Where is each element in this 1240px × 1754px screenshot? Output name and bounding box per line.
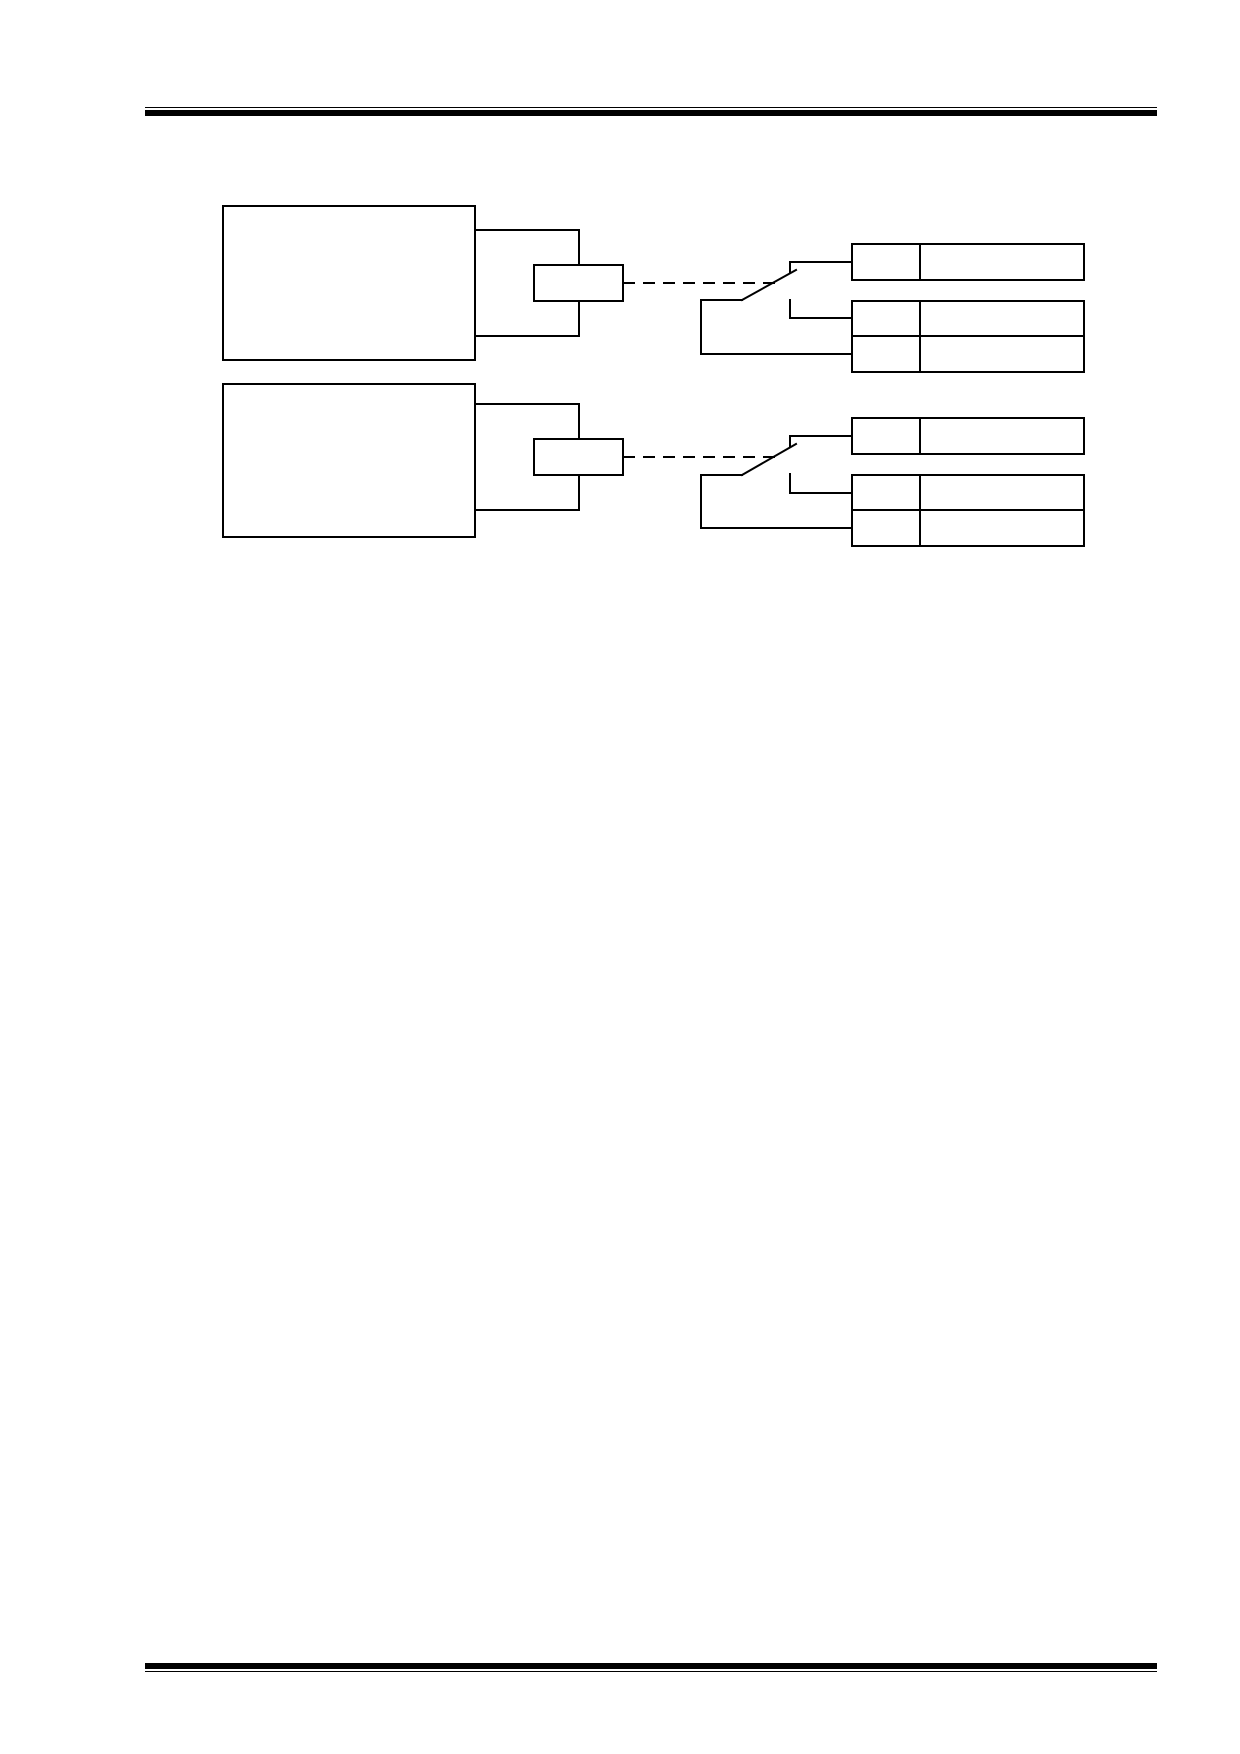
coil-wire-bottom (474, 474, 580, 511)
controller-box (222, 383, 476, 538)
relay-coil (533, 438, 624, 476)
footer-rule-thin (145, 1671, 1157, 1672)
coil-wire-bottom (474, 300, 580, 337)
contact-wire-middle (789, 299, 853, 319)
contact-wire-top (789, 261, 853, 273)
contact-wire-top (789, 435, 853, 447)
terminal-row (851, 243, 1085, 281)
header-rule-thin (145, 107, 1157, 108)
terminal-row (851, 417, 1085, 455)
switch-blade (740, 268, 798, 302)
terminal-row (851, 335, 1085, 373)
switch-blade (740, 442, 798, 477)
terminal-block (851, 417, 1085, 547)
terminal-row (851, 300, 1085, 337)
header-rule-thick (145, 110, 1157, 116)
terminal-row (851, 474, 1085, 511)
coil-wire-top (474, 229, 580, 266)
relay-circuit-2 (222, 383, 1085, 547)
footer-rule-thick (145, 1663, 1157, 1669)
contact-wire-common (700, 474, 853, 529)
terminal-block (851, 243, 1085, 373)
relay-circuit-1 (222, 205, 1085, 373)
contact-wire-middle (789, 473, 853, 494)
terminal-row (851, 509, 1085, 547)
relay-coil (533, 264, 624, 302)
contact-wire-common (700, 299, 853, 355)
coil-wire-top (474, 403, 580, 440)
controller-box (222, 205, 476, 361)
